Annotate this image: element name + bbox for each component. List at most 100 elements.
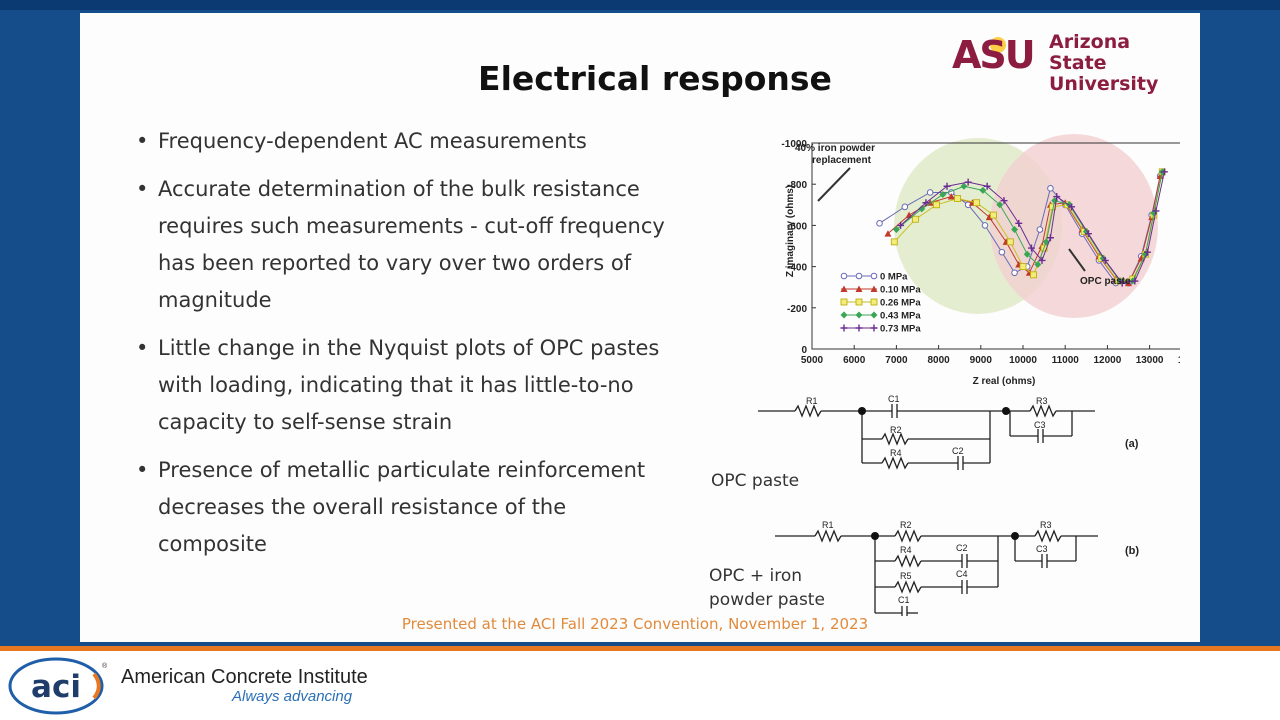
data-point xyxy=(939,191,947,198)
label-c4: C4 xyxy=(956,569,968,579)
circuit-node xyxy=(871,532,879,540)
label-r1: R1 xyxy=(822,520,834,530)
x-tick-label: 7000 xyxy=(885,355,908,366)
annotation-opc: OPC paste xyxy=(1080,276,1131,287)
data-point xyxy=(947,193,955,200)
data-point xyxy=(884,230,892,237)
footer: aci ® American Concrete Institute Always… xyxy=(0,651,1280,720)
data-point xyxy=(897,221,905,229)
data-point xyxy=(964,178,972,186)
asu-logo: ASU Arizona State University xyxy=(952,31,1192,95)
aci-name: American Concrete Institute xyxy=(121,666,368,688)
series-layer xyxy=(876,168,1168,287)
label-c2: C2 xyxy=(952,446,964,456)
data-point xyxy=(983,182,991,190)
footer-accent-bar xyxy=(0,646,1280,651)
circuit-node xyxy=(1011,532,1019,540)
aci-logo-ring-accent xyxy=(92,672,101,700)
bullet-item: Accurate determination of the bulk resis… xyxy=(136,171,676,319)
label-r3: R3 xyxy=(1036,396,1048,406)
data-point xyxy=(1160,168,1168,176)
bullet-item: Little change in the Nyquist plots of OP… xyxy=(136,330,676,441)
x-tick-label: 6000 xyxy=(843,355,866,366)
data-point xyxy=(973,199,980,207)
slide: Electrical response ASU Arizona State Un… xyxy=(80,13,1200,642)
data-point xyxy=(840,324,848,332)
data-point xyxy=(933,201,940,209)
legend-label: 0.26 MPa xyxy=(880,298,921,309)
data-point xyxy=(998,248,1006,256)
data-point xyxy=(876,220,883,227)
data-point xyxy=(892,226,900,234)
annotation-arrow xyxy=(817,167,851,202)
data-point xyxy=(1131,277,1139,285)
y-tick-label: -400 xyxy=(787,263,807,274)
data-point xyxy=(1023,250,1031,258)
registered-mark: ® xyxy=(102,662,108,670)
y-tick-label: -600 xyxy=(787,221,807,232)
asu-sun-icon xyxy=(990,37,1006,53)
circuit-a-labels: R1 C1 R2 R4 C2 R3 C3 xyxy=(806,394,1048,458)
data-point xyxy=(870,311,878,319)
data-point xyxy=(870,298,878,306)
circuit-b-caption-line1: OPC + iron xyxy=(709,566,802,586)
asu-logo-name: Arizona State University xyxy=(1049,32,1192,95)
circuit-node xyxy=(858,407,866,415)
x-tick-label: 5000 xyxy=(801,355,824,366)
bullet-item: Frequency-dependent AC measurements xyxy=(136,123,676,160)
data-point xyxy=(890,238,898,246)
label-c3: C3 xyxy=(1034,420,1046,430)
circuit-b-caption-line2: powder paste xyxy=(709,590,825,610)
data-point xyxy=(855,272,863,280)
slide-title: Electrical response xyxy=(478,59,832,98)
data-point xyxy=(979,186,987,194)
aci-logo-ring xyxy=(8,657,104,715)
x-tick-label: 12000 xyxy=(1093,355,1121,366)
x-tick-label: 14000 xyxy=(1178,355,1180,366)
data-point xyxy=(985,213,993,221)
data-point xyxy=(1156,172,1164,179)
label-c2: C2 xyxy=(956,543,968,553)
legend-label: 0.10 MPa xyxy=(880,285,921,296)
data-point xyxy=(1125,279,1132,287)
data-point xyxy=(1150,209,1158,217)
data-point xyxy=(954,195,961,203)
data-point xyxy=(1036,226,1044,233)
label-r1: R1 xyxy=(806,396,818,406)
data-point xyxy=(855,311,863,319)
data-point xyxy=(1019,263,1027,271)
data-point xyxy=(840,298,848,306)
legend-label: 0.73 MPa xyxy=(880,324,921,335)
data-point xyxy=(922,199,930,207)
annotation-iron-line2: replacement xyxy=(812,155,872,166)
data-point xyxy=(926,189,934,196)
data-point xyxy=(1152,207,1160,215)
data-point xyxy=(1053,193,1061,201)
label-r5: R5 xyxy=(900,571,912,581)
data-point xyxy=(1082,228,1090,236)
annotation-iron-line1: 40% iron powder xyxy=(795,143,875,154)
data-point xyxy=(1047,185,1054,192)
data-point xyxy=(1015,219,1023,227)
x-tick-label: 9000 xyxy=(970,355,993,366)
data-point xyxy=(1068,203,1076,211)
data-point xyxy=(840,311,848,319)
opc-region-highlight xyxy=(990,134,1158,318)
legend-label: 0.43 MPa xyxy=(880,311,921,322)
label-r2: R2 xyxy=(900,520,912,530)
y-tick-label: -800 xyxy=(787,180,807,191)
data-point xyxy=(960,182,968,190)
presented-at-text: Presented at the ACI Fall 2023 Conventio… xyxy=(401,615,869,633)
data-point xyxy=(911,215,919,223)
bullet-item: Presence of metallic particulate reinfor… xyxy=(136,452,676,563)
data-point xyxy=(918,205,926,213)
circuit-a xyxy=(758,404,1095,470)
data-point xyxy=(1006,238,1014,246)
data-point xyxy=(840,272,848,280)
circuit-a-caption: OPC paste xyxy=(711,471,799,491)
equivalent-circuits: R1 C1 R2 R4 C2 R3 C3 (a) OPC paste xyxy=(709,394,1139,616)
y-tick-label: -200 xyxy=(787,304,807,315)
data-point xyxy=(1101,256,1109,264)
